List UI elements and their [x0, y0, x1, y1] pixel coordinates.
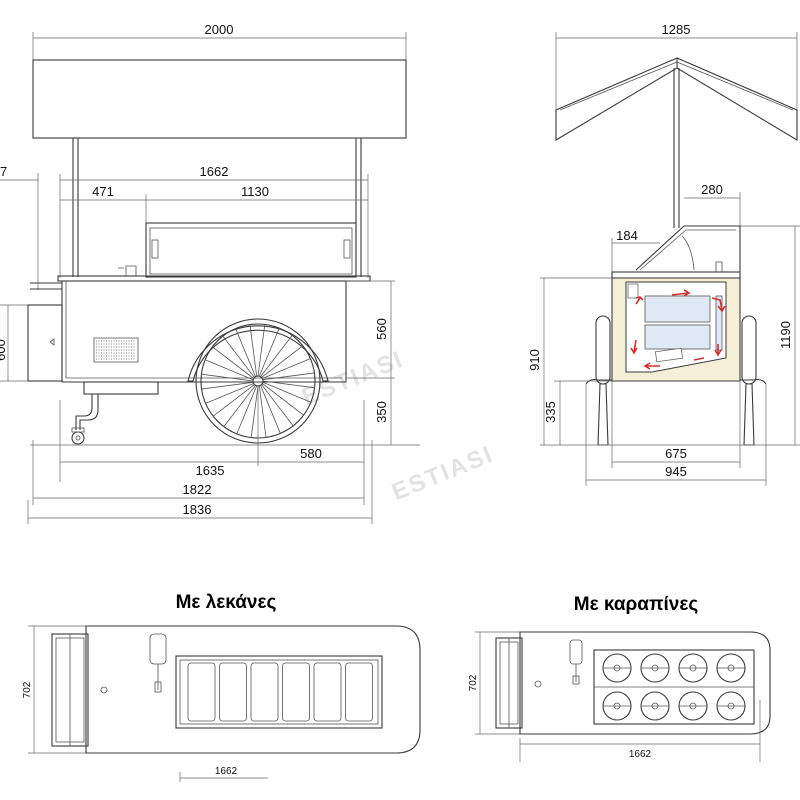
- wheel-spoke: [262, 383, 304, 416]
- upper-basin: [644, 295, 711, 323]
- dim-1635: 1635: [196, 463, 225, 478]
- right-leg: [743, 383, 755, 446]
- ice-cream-basin: [250, 662, 279, 722]
- airflow-arrows: [630, 289, 726, 370]
- wheel-spoke: [257, 324, 266, 377]
- wheel-spoke: [250, 385, 259, 438]
- plan-right-title: Με καραπίνες: [574, 594, 699, 615]
- wheel-spoke: [262, 358, 311, 379]
- wheel-spoke: [258, 327, 280, 377]
- dim-1822: 1822: [183, 482, 212, 497]
- plan-left-length: 1662: [215, 766, 238, 777]
- wheel-spoke: [260, 335, 293, 377]
- plan-right-length: 1662: [629, 749, 652, 760]
- plan-right-body: [519, 631, 771, 735]
- dim-335: 335: [543, 401, 558, 423]
- dim-height-side: 600: [0, 339, 8, 361]
- wheel-spoke: [262, 380, 315, 389]
- wheel-spoke: [212, 346, 254, 379]
- plan-view-basins: Με λεκάνες 702 1662: [22, 592, 421, 782]
- dim-1836: 1836: [183, 502, 212, 517]
- wheel-spoke: [204, 359, 254, 381]
- dim-seg-a: 471: [92, 184, 114, 199]
- dim-1190: 1190: [778, 321, 793, 349]
- wheel-spoke: [205, 383, 254, 404]
- plan-right-depth: 702: [468, 674, 479, 691]
- wheel-spoke: [261, 384, 294, 427]
- ice-cream-basin: [219, 662, 247, 722]
- wheel-spoke: [222, 335, 255, 378]
- caster-wheel: [71, 431, 85, 445]
- wheel-spoke: [261, 345, 304, 378]
- basin-tray: [175, 655, 383, 729]
- wheel-spoke: [201, 381, 254, 390]
- canopy: [32, 59, 407, 139]
- plan-view-carapines: Με καραπίνες 702 1662: [468, 594, 771, 762]
- dim-left-offset: 7: [0, 164, 7, 179]
- vent-grille: [93, 337, 139, 363]
- side-canopy: [555, 57, 798, 141]
- dim-910: 910: [527, 349, 542, 371]
- ice-cream-basin: [282, 662, 310, 722]
- watermark-text-2: ESTIASI: [388, 441, 498, 506]
- wheel-spoke: [258, 385, 267, 438]
- dim-675: 675: [665, 446, 687, 461]
- wheel-spoke: [262, 372, 315, 381]
- plan-left-depth: 702: [22, 681, 33, 698]
- wheel-spoke: [249, 324, 258, 377]
- dim-height-base: 350: [374, 401, 389, 423]
- side-display: [635, 225, 741, 272]
- front-view: 2000 7 1662 471 1130: [0, 22, 420, 524]
- dim-width-top: 1285: [662, 22, 691, 37]
- wheel-spoke: [262, 381, 312, 403]
- dim-seg-b: 1130: [241, 184, 269, 199]
- watermark: ESTIASI ESTIASI: [298, 346, 498, 506]
- wheel-spoke: [235, 328, 256, 377]
- ice-cream-basin: [187, 662, 216, 722]
- dim-height-body: 560: [374, 318, 389, 340]
- display-case: [145, 222, 357, 278]
- cart-body: [61, 281, 347, 383]
- left-leg: [597, 383, 609, 446]
- tap: [118, 265, 137, 276]
- wheel-spoke: [236, 385, 258, 435]
- dim-length-upper: 1662: [200, 164, 229, 179]
- plan-left-body: [85, 625, 421, 754]
- wheel-spoke: [212, 384, 255, 417]
- dim-580: 580: [300, 446, 322, 461]
- spoked-wheel: [187, 318, 329, 444]
- ice-cream-basin: [345, 662, 373, 722]
- dim-184: 184: [616, 228, 638, 243]
- wheel-spoke: [260, 385, 281, 434]
- plan-left-title: Με λεκάνες: [176, 592, 277, 613]
- wheel-spoke: [201, 373, 254, 382]
- dim-280: 280: [701, 182, 723, 197]
- ice-cream-basin: [313, 662, 342, 722]
- wheel-spoke: [223, 385, 256, 427]
- lower-basin: [644, 324, 711, 350]
- dim-945: 945: [665, 464, 687, 479]
- side-view: 1285 280 184: [527, 22, 800, 486]
- dim-overall-width: 2000: [205, 22, 234, 37]
